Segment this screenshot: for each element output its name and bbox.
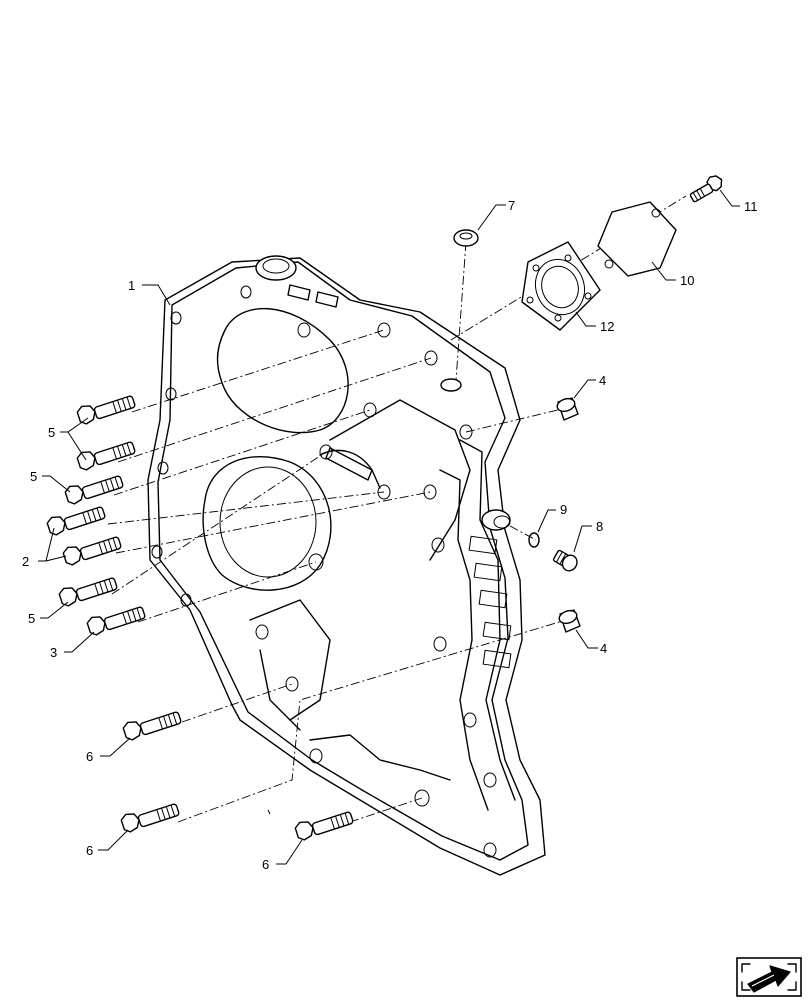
callout-6-upper: 6: [86, 749, 93, 764]
small-parts: [267, 201, 677, 815]
callout-5-middle: 5: [30, 469, 37, 484]
callout-12: 12: [600, 319, 614, 334]
callout-8: 8: [596, 519, 603, 534]
bolt-set: [46, 175, 723, 841]
dowel-sleeve-upper: [556, 397, 579, 421]
bolt: [64, 475, 124, 505]
bolt: [58, 577, 118, 607]
callout-10: 10: [680, 273, 694, 288]
bolt: [76, 395, 136, 425]
bolt: [120, 803, 180, 833]
callout-1: 1: [128, 278, 135, 293]
cover-plate: [597, 201, 677, 277]
plug: [552, 549, 578, 572]
callout-7: 7: [508, 198, 515, 213]
front-cover-housing: [147, 255, 546, 876]
bolt: [689, 175, 723, 203]
gasket: [521, 241, 601, 331]
callout-11: 11: [744, 199, 758, 214]
dowel-sleeve-lower: [558, 609, 581, 633]
callout-6-lower-left: 6: [86, 843, 93, 858]
bolt: [62, 536, 122, 566]
bolt: [86, 606, 146, 636]
callout-3: 3: [50, 645, 57, 660]
callout-5-bottom: 5: [28, 611, 35, 626]
callout-2: 2: [22, 554, 29, 569]
bolt: [76, 441, 136, 471]
bolt: [122, 711, 182, 741]
callout-5-top: 5: [48, 425, 55, 440]
leader-lines: [38, 189, 740, 865]
washer: [453, 229, 479, 247]
o-ring: [528, 532, 540, 548]
callout-6-lower-center: 6: [262, 857, 269, 872]
next-page-arrow-icon[interactable]: [736, 957, 802, 997]
bolt: [46, 506, 106, 536]
bolt: [294, 811, 354, 841]
callout-9: 9: [560, 502, 567, 517]
callout-4-upper: 4: [599, 373, 606, 388]
callouts: 1 2 3 4 4 5 5 5 6 6 6 7 8 9 10 11 12: [22, 198, 758, 872]
callout-4-lower: 4: [600, 641, 607, 656]
